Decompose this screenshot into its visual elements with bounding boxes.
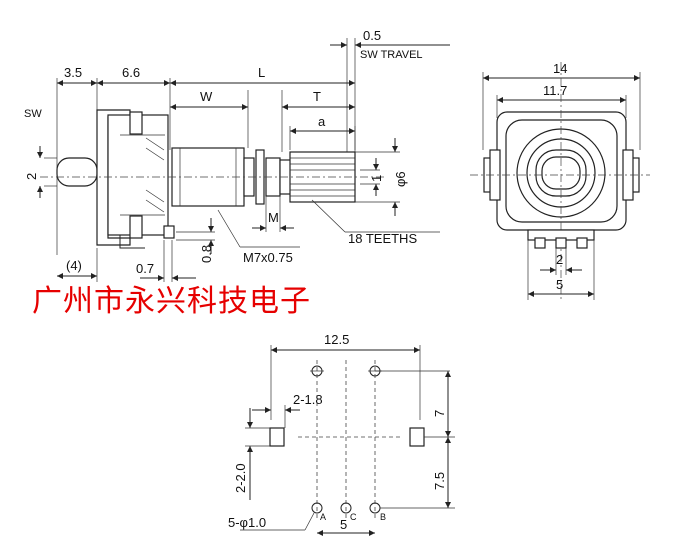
label-teeth: 18 TEETHS	[348, 231, 417, 246]
label-thread: M7x0.75	[243, 250, 293, 265]
pin-a-label: A	[320, 512, 326, 522]
label-sw: SW	[24, 108, 42, 120]
pin-b-label: B	[380, 512, 386, 522]
dim-l: L	[258, 65, 265, 80]
dim-12-5: 12.5	[324, 332, 349, 347]
pin-c-hole	[340, 502, 352, 514]
dim-phi6: φ6	[393, 171, 408, 187]
pin-b-hole	[369, 502, 381, 514]
dim-2-side: 2	[24, 173, 39, 180]
switch-plunger	[56, 157, 98, 187]
dim-4: (4)	[66, 258, 82, 273]
mount-pad-left	[269, 427, 285, 447]
dim-a: a	[318, 114, 326, 129]
dim-t: T	[313, 89, 321, 104]
pin-c-label: C	[350, 512, 357, 522]
shaft-knurl	[290, 157, 355, 197]
dim-6-6: 6.6	[122, 65, 140, 80]
dim-1: 1	[369, 175, 384, 182]
dim-5-front: 5	[556, 277, 563, 292]
pin-a-hole	[311, 502, 323, 514]
dim-2-1-8: 2-1.8	[293, 392, 323, 407]
dim-0-8: 0.8	[199, 245, 214, 263]
dim-7-5: 7.5	[432, 472, 447, 490]
dim-sw-travel-label: SW TRAVEL	[360, 49, 423, 61]
dim-m: M	[268, 210, 279, 225]
dim-2-2-0: 2-2.0	[233, 463, 248, 493]
dim-3-5: 3.5	[64, 65, 82, 80]
footprint-view: 12.5 2-1.8 2-2.0 7 7.5	[228, 332, 455, 536]
dim-2-front: 2	[556, 252, 563, 267]
dim-7: 7	[432, 410, 447, 417]
dim-5-phi1-0: 5-φ1.0	[228, 515, 266, 530]
dim-5-footprint: 5	[340, 517, 347, 532]
dim-sw-travel-value: 0.5	[363, 28, 381, 43]
mount-pad-right	[409, 427, 425, 447]
company-banner: 广州市永兴科技电子	[32, 284, 311, 319]
dim-0-7: 0.7	[136, 261, 154, 276]
dim-11-7: 11.7	[543, 83, 567, 98]
dim-w: W	[200, 89, 213, 104]
side-view: 0.5 SW TRAVEL 3.5 6.6 L W T a SW 2	[24, 28, 450, 282]
front-view: 14 11.7 2 5	[470, 61, 650, 300]
dim-14: 14	[553, 61, 567, 76]
